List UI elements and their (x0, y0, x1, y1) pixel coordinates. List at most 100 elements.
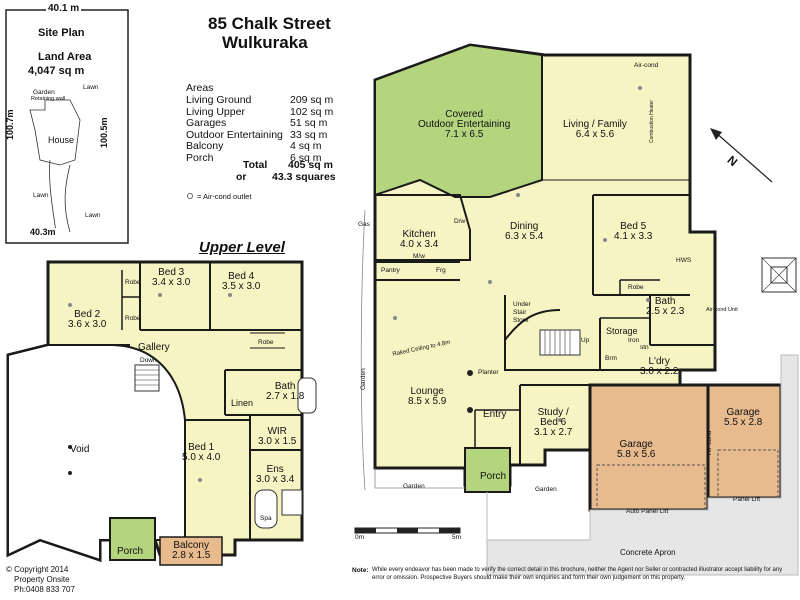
footer-copyright: © Copyright 2014 (6, 565, 69, 574)
address-line-2: Wulkuraka (222, 33, 308, 52)
scale-bar (354, 527, 461, 534)
footer-company: Property Onsite (14, 575, 70, 584)
upper-level-title: Upper Level (199, 239, 285, 256)
label-robe-bed5: Robe (628, 284, 644, 291)
scale-end: 5m (452, 534, 462, 541)
total-value: 405 sq m (288, 159, 333, 171)
label-stair: Stair (513, 309, 527, 316)
label-planter: Planter (478, 369, 499, 376)
label-concrete-apron: Concrete Apron (620, 548, 676, 557)
area-row-value: 51 sq m (290, 117, 328, 129)
label-broom: Brm (605, 355, 617, 362)
site-lawn-3: Lawn (85, 212, 101, 219)
scale-start: 0m (355, 534, 365, 541)
site-dim-left: 100.7m (5, 109, 15, 140)
squares-value: 43.3 squares (272, 171, 336, 183)
label-stair-up: Up (581, 337, 590, 344)
site-dim-bottom: 40.3m (28, 227, 58, 237)
area-row-value: 33 sq m (290, 128, 328, 141)
site-plan (5, 9, 129, 244)
address-line-1: 85 Chalk Street (208, 14, 331, 33)
area-row-label: Porch (186, 151, 214, 164)
upper-level-plan (6, 260, 317, 566)
label-pantry: Pantry (381, 267, 400, 274)
room-gallery: Gallery (138, 342, 170, 353)
site-lawn-2: Lawn (33, 192, 49, 199)
room-upper-porch: Porch (117, 546, 144, 557)
room-void: Void (70, 444, 90, 455)
label-garden-bottom: Garden (403, 483, 425, 490)
label-aircond-garage: Air-cond (706, 430, 713, 455)
site-retaining-wall: Retaining wall (31, 96, 66, 102)
area-row-label: Balcony (186, 140, 224, 152)
label-store: Store (513, 317, 529, 324)
label-aircond-living: Air-cond (634, 62, 659, 69)
area-row-value: 102 sq m (290, 105, 334, 118)
room-entry: Entry (483, 409, 507, 420)
legend-aircond-icon (187, 193, 193, 199)
upper-robe-1: Robe (125, 279, 141, 286)
land-area-label: Land Area (38, 51, 92, 63)
footer-phone: Ph:0408 833 707 (14, 585, 75, 594)
area-row-label: Outdoor Entertaining (186, 128, 283, 141)
label-panel-lift: Panel Lift (733, 496, 761, 503)
footer-note-label: Note: (352, 567, 369, 574)
label-garden-left: Garden (360, 368, 367, 390)
room-linen: Linen (231, 398, 254, 408)
footer-note-text: While every endeavor has been made to ve… (372, 567, 783, 581)
label-aircond-unit: Air-cond Unit (706, 307, 738, 313)
label-microwave: M/w (413, 253, 425, 260)
land-area-value: 4,047 sq m (28, 65, 85, 77)
area-row-label: Garages (186, 117, 227, 129)
upper-spa: Spa (260, 515, 272, 522)
label-iron-stn: stn (640, 344, 649, 351)
site-dim-right: 100.5m (99, 117, 109, 148)
site-house: House (48, 135, 75, 145)
area-row-value: 6 sq m (290, 151, 322, 164)
roof-symbol-icon (761, 257, 797, 293)
compass-icon (710, 128, 773, 183)
label-fridge: Frg (436, 267, 446, 274)
area-row-label: Living Ground (186, 94, 252, 106)
room-ground-porch: Porch (480, 471, 507, 482)
ground-level-plan (360, 43, 799, 576)
area-row-value: 4 sq m (290, 140, 322, 152)
label-iron: Iron (628, 337, 640, 344)
upper-robe-3: Robe (258, 339, 274, 346)
site-garden: Garden (33, 89, 55, 96)
label-under: Under (513, 301, 531, 308)
room-storage: Storage (606, 326, 638, 336)
area-row-value: 209 sq m (290, 94, 334, 106)
total-label: Total (243, 159, 268, 171)
label-hws: HWS (676, 257, 692, 264)
upper-stair-down: Down (140, 357, 157, 364)
site-plan-title: Site Plan (38, 27, 85, 39)
label-auto-panel-lift: Auto Panel Lift (626, 508, 669, 515)
areas-heading: Areas (186, 82, 214, 94)
site-dim-top: 40.1 m (46, 3, 82, 14)
label-garden-right: Garden (535, 486, 557, 493)
site-lawn-1: Lawn (83, 84, 99, 91)
label-combustion-heater: Combustion Heater (649, 99, 655, 143)
label-dishwasher: D/w (454, 218, 466, 225)
